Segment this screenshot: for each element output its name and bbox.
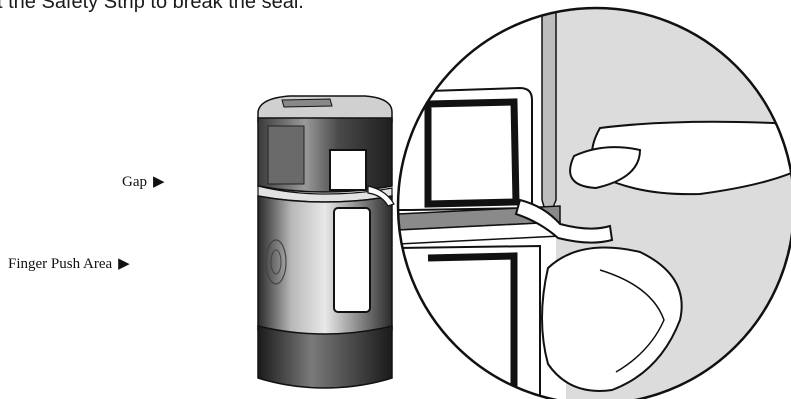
device-base (258, 326, 392, 388)
device-body (258, 196, 392, 336)
inhaler-device (258, 96, 394, 388)
magnified-detail-circle (398, 8, 791, 399)
